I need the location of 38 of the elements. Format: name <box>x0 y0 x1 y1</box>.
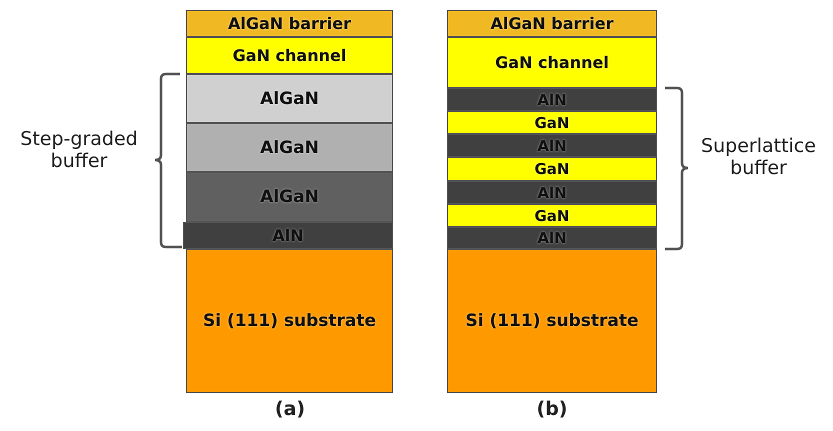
panel-label: (a) <box>274 398 306 420</box>
layer-label: GaN <box>534 206 570 224</box>
layer-band <box>447 37 657 88</box>
layer-label: GaN <box>534 114 570 132</box>
layer-band <box>186 249 393 393</box>
layer-label: AlGaN <box>260 138 319 158</box>
layer-label: AlGaN <box>260 187 319 207</box>
layer-label: GaN channel <box>232 46 346 65</box>
layer-label: Si (111) substrate <box>202 311 376 331</box>
layer-band <box>183 222 393 249</box>
layer-band <box>447 227 657 249</box>
layer-label: AlN <box>272 226 304 245</box>
bracket-label: Superlattice buffer <box>700 135 817 179</box>
layer-label: GaN <box>534 160 570 178</box>
layer-band <box>447 88 657 111</box>
layer-label: AlGaN barrier <box>490 14 614 33</box>
layer-label: AlGaN <box>260 88 319 108</box>
layer-band <box>447 249 657 393</box>
panel-label: (b) <box>536 398 568 420</box>
layer-label: AlGaN barrier <box>228 14 351 33</box>
layer-band <box>447 134 657 157</box>
layer-label: AlN <box>537 90 567 108</box>
layer-band <box>186 123 393 172</box>
layer-band <box>447 204 657 227</box>
layer-label: AlN <box>537 136 567 154</box>
layer-band <box>447 10 657 37</box>
layer-label: Si (111) substrate <box>465 311 639 331</box>
layer-band <box>186 10 393 37</box>
layer-band <box>447 111 657 134</box>
layer-band <box>186 37 393 74</box>
layer-band <box>447 157 657 181</box>
layer-band <box>186 172 393 222</box>
layer-label: AlN <box>537 229 567 247</box>
layer-band <box>186 74 393 123</box>
layer-label: AlN <box>537 184 567 202</box>
layer-label: GaN channel <box>495 53 609 72</box>
bracket-label: Step-graded buffer <box>19 128 139 172</box>
layer-band <box>447 181 657 204</box>
